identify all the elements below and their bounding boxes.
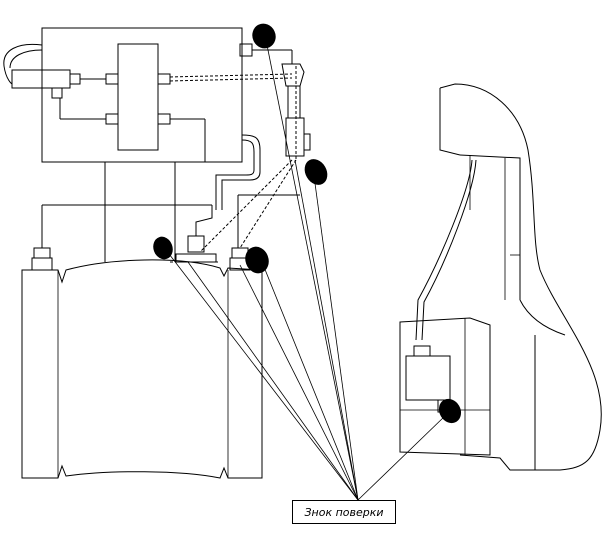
seal-stem [287,85,301,119]
leader-line [357,414,447,501]
device-module-top [413,345,431,357]
sealing-wire [169,73,293,78]
leader-line [239,264,359,501]
terminal [157,73,171,85]
leader-lines [165,39,447,501]
marker-blob [252,23,276,49]
leader-line [313,175,359,501]
seal-housing-top [281,63,305,87]
device-module [405,355,451,401]
seal-tab [303,133,311,151]
leader-line [294,159,359,501]
marker-blob [304,159,328,185]
profile-step [459,154,521,300]
profile-cable [415,159,473,341]
pipe-inner [215,139,255,210]
side-connector-foot [51,87,63,99]
sealing-wire [169,77,293,82]
upper-unit [3,27,293,163]
sealing-wire [239,159,297,249]
marker-blob [245,246,269,274]
inner-module [117,43,159,151]
sealing-wire [199,159,293,253]
terminal-base [31,257,53,271]
seal-body [285,117,305,157]
marker-blob [153,236,173,260]
valve [187,235,205,253]
upper-unit-frame [41,27,243,163]
cable-loop-inner [9,49,43,69]
side-connector [11,69,71,89]
profile-outline [439,83,602,471]
front-box [399,317,491,456]
profile-cable [421,159,477,341]
profile-curve [519,299,566,336]
leader-line [165,249,359,501]
cable-loop [3,43,43,85]
leader-line [187,261,359,501]
side-connector-cap [69,73,81,85]
seal-assembly [215,63,311,210]
profile-top [439,88,461,156]
housing [21,259,263,479]
lower-body [21,235,263,479]
pipe [195,205,213,236]
terminal [33,247,51,259]
caption-box: Знок поверки [292,500,396,524]
terminal [105,113,119,125]
terminal [105,73,119,85]
marker-blob [438,398,462,424]
side-profile [399,83,602,471]
terminal [157,113,171,125]
caption-label: Знок поверки [304,505,384,519]
leader-line [265,39,359,501]
support-frame [41,159,300,262]
leader-line [261,261,359,501]
pipe [221,134,261,210]
verification-markers [153,23,462,424]
